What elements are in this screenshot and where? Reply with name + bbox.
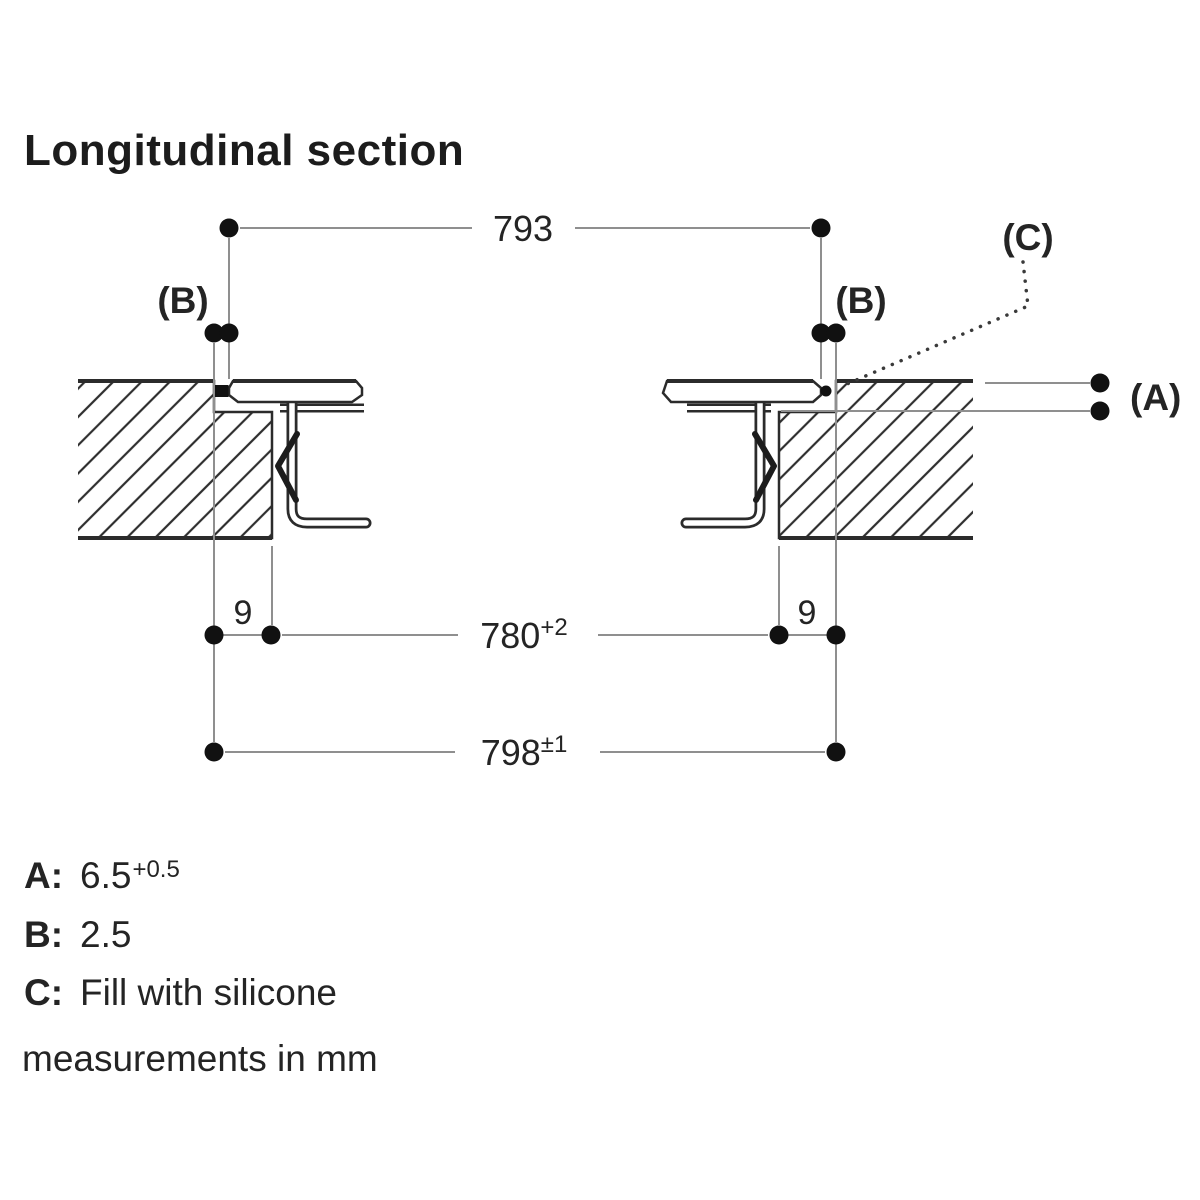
callout-b-right-label: (B): [835, 280, 886, 321]
dimension-lines: [213, 227, 1090, 753]
dim-780-label: 780+2: [480, 614, 567, 656]
worktop-right-section: [777, 379, 973, 540]
dim-793-label: 793: [493, 208, 553, 249]
dim-9-right-label: 9: [798, 594, 817, 632]
callout-b-left-label: (B): [157, 280, 208, 321]
spring-clip-left: [275, 431, 300, 503]
legend-key-c: C:: [24, 971, 64, 1013]
page-title: Longitudinal section: [24, 126, 465, 175]
glass-panel-right: [661, 379, 823, 404]
legend: A: 6.5+0.5 B: 2.5 C: Fill with silicone: [24, 843, 337, 1018]
silicone-joint-right: [820, 385, 832, 397]
legend-item-c: C: Fill with silicone: [24, 960, 337, 1018]
legend-value-b: 2.5: [80, 913, 132, 955]
glass-panel-left: [227, 379, 364, 404]
legend-key-a: A:: [24, 855, 64, 897]
dim-798-label: 798±1: [481, 731, 568, 773]
spring-clip-right: [752, 431, 777, 503]
callout-c-label: (C): [1002, 217, 1053, 258]
callout-c-leader: [838, 260, 1030, 389]
legend-key-b: B:: [24, 913, 64, 955]
worktop-left-section: [78, 379, 274, 540]
legend-value-c: Fill with silicone: [80, 971, 338, 1013]
legend-item-a: A: 6.5+0.5: [24, 843, 337, 901]
measurements-note: measurements in mm: [22, 1038, 378, 1079]
legend-tolerance-a: +0.5: [132, 856, 180, 883]
dimension-dots: [204, 218, 1110, 762]
appliance-frame-right: [680, 393, 771, 529]
legend-value-a: 6.5: [80, 855, 132, 897]
legend-item-b: B: 2.5: [24, 901, 337, 959]
callout-a-label: (A): [1130, 377, 1181, 418]
dim-9-left-label: 9: [234, 594, 253, 632]
appliance-frame-left: [280, 393, 372, 529]
silicone-joint-left: [214, 385, 229, 397]
